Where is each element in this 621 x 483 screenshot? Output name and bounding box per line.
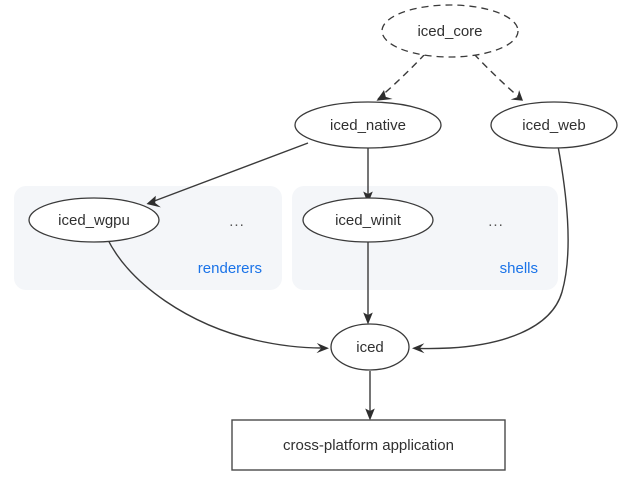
- node-iced-winit-shape[interactable]: [302, 197, 434, 243]
- node-iced-web-label: iced_web: [522, 117, 585, 134]
- edge-iced-to-application: [365, 371, 375, 421]
- node-shells-more-label: ...: [488, 213, 504, 230]
- cluster-shells-label: shells: [500, 260, 538, 277]
- edge-iced-wgpu-to-iced-line: [106, 237, 323, 349]
- node-iced-core-label: iced_core: [417, 23, 482, 40]
- edge-iced-core-to-iced-web-arrowhead: [510, 90, 523, 101]
- node-iced-native-shape[interactable]: [294, 101, 442, 149]
- edge-iced-core-to-iced-web-line: [473, 53, 522, 100]
- node-iced-core-shape[interactable]: [381, 4, 519, 58]
- node-iced[interactable]: iced: [330, 323, 410, 371]
- edge-iced-core-to-iced-native: [376, 53, 426, 101]
- edge-iced-web-to-iced: [412, 145, 569, 354]
- edge-iced-core-to-iced-web: [473, 53, 523, 101]
- node-iced-wgpu-shape[interactable]: [28, 197, 160, 243]
- edge-iced-wgpu-to-iced-arrowhead: [316, 343, 329, 354]
- node-application[interactable]: cross-platform application: [231, 419, 506, 471]
- edge-iced-core-to-iced-native-line: [377, 53, 426, 100]
- edge-iced-wgpu-to-iced: [106, 237, 329, 354]
- node-iced-wgpu[interactable]: iced_wgpu: [28, 197, 160, 243]
- node-iced-shape[interactable]: [330, 323, 410, 371]
- node-renderers-more: ...: [229, 213, 245, 230]
- cluster-renderers-label: renderers: [198, 260, 262, 277]
- node-shells-more: ...: [488, 213, 504, 230]
- edge-iced-to-application-arrowhead: [365, 408, 375, 421]
- edge-iced-core-to-iced-native-arrowhead: [376, 90, 393, 101]
- node-iced-winit[interactable]: iced_winit: [302, 197, 434, 243]
- node-iced-label: iced: [356, 339, 384, 356]
- edge-iced-native-to-iced-wgpu-arrowhead: [146, 195, 161, 208]
- node-iced-native-label: iced_native: [330, 117, 406, 134]
- node-iced-winit-label: iced_winit: [335, 212, 402, 229]
- edge-iced-native-to-iced-wgpu: [146, 142, 309, 208]
- node-renderers-more-label: ...: [229, 213, 245, 230]
- node-iced-web[interactable]: iced_web: [490, 101, 618, 149]
- node-application-shape[interactable]: [231, 419, 506, 471]
- node-iced-core[interactable]: iced_core: [381, 4, 519, 58]
- edge-iced-web-to-iced-line: [418, 145, 569, 350]
- node-iced-web-shape[interactable]: [490, 101, 618, 149]
- node-iced-native[interactable]: iced_native: [294, 101, 442, 149]
- edge-iced-winit-to-iced: [363, 238, 373, 325]
- edge-iced-native-to-iced-wgpu-line: [148, 142, 309, 204]
- node-iced-wgpu-label: iced_wgpu: [58, 212, 130, 229]
- node-application-label: cross-platform application: [283, 437, 454, 454]
- edge-iced-web-to-iced-arrowhead: [412, 343, 425, 354]
- edge-iced-winit-to-iced-arrowhead: [363, 312, 373, 325]
